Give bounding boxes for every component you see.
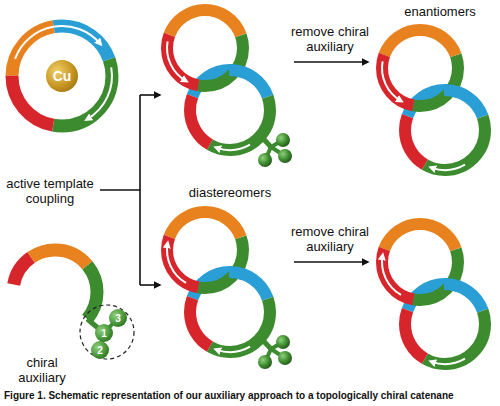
node-text: 2 [97, 345, 103, 356]
step-label: remove chiral auxiliary [288, 24, 372, 54]
auxiliary-atom: 1 [95, 324, 113, 342]
auxiliary-atom: 3 [109, 309, 127, 327]
catenane-enantiomer [382, 30, 485, 170]
step-label: active template coupling [2, 176, 98, 206]
dashed-highlight [80, 305, 134, 359]
copper-ion: Cu [46, 60, 78, 92]
part-label: chiral auxiliary [2, 355, 82, 385]
node-text: 1 [101, 328, 107, 339]
stage-label: diastereomers [173, 185, 287, 200]
step-label: remove chiral auxiliary [288, 224, 372, 254]
catenane-diastereomer [167, 212, 292, 369]
stage-label: enantiomers [383, 4, 497, 19]
figure-caption: Figure 1. Schematic representation of ou… [4, 389, 454, 402]
node-text: Cu [53, 68, 72, 84]
auxiliary-atom: 2 [91, 341, 109, 359]
catenane-diastereomer [167, 10, 292, 167]
open-ring [13, 250, 134, 359]
macrocycle-ring [12, 26, 112, 126]
catenane-enantiomer [382, 224, 485, 364]
node-text: 3 [115, 313, 121, 324]
